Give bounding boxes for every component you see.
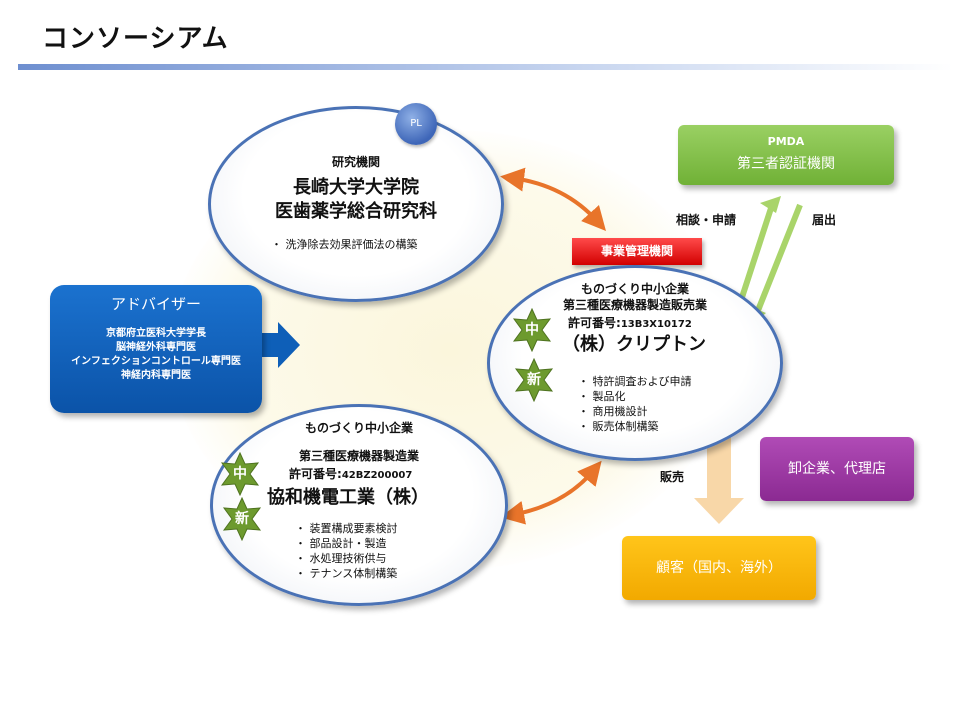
kyowa-name: 協和機電工業（株） (267, 487, 429, 508)
kryptone-license-number: 13B3X10172 (620, 319, 692, 330)
advisor-title: アドバイザー (110, 295, 201, 313)
list-item: 神経内科専門医 (121, 370, 191, 381)
list-item: インフェクションコントロール専門医 (71, 356, 241, 367)
kyowa-ellipse: ものづくり中小企業 第三種医療機器製造業 許可番号:42BZ200007 協和機… (210, 404, 508, 606)
page-title: コンソーシアム (42, 24, 229, 54)
wholesale-box: 卸企業、代理店 (760, 437, 914, 501)
badge-label: 中 (525, 322, 539, 338)
badge-label: 中 (233, 466, 247, 482)
pmda-line1: PMDA (767, 135, 805, 148)
kyowa-license-type: 第三種医療機器製造業 (298, 449, 419, 463)
kyowa-kryptone-arrow (500, 460, 602, 525)
list-item: ・ 水処理技術供与 (295, 552, 387, 565)
kryptone-name: （株）クリプトン (562, 334, 706, 355)
kyowa-category: ものづくり中小企業 (304, 421, 413, 435)
kyowa-license-prefix: 許可番号: (289, 467, 342, 481)
kryptone-shin-badge: 新 (512, 357, 556, 406)
pmda-line2: 第三者認証機関 (737, 156, 835, 172)
list-item: 京都府立医科大学学長 (106, 328, 206, 339)
kryptone-license-prefix: 許可番号: (568, 316, 621, 330)
star-icon (220, 451, 260, 497)
list-item: ・ 装置構成要素検討 (295, 522, 398, 535)
list-item: ・ 特許調査および申請 (578, 375, 692, 388)
kryptone-license-type: 第三種医療機器製造販売業 (562, 298, 707, 312)
consult-label: 相談・申請 (676, 213, 737, 227)
research-task: ・ 洗浄除去効果評価法の構築 (271, 238, 418, 251)
research-name-line1: 長崎大学大学院 (293, 177, 419, 198)
sales-label: 販売 (660, 470, 685, 484)
research-institute-ellipse: 研究機関 長崎大学大学院 医歯薬学総合研究科 ・ 洗浄除去効果評価法の構築 (208, 106, 504, 302)
list-item: ・ 製品化 (578, 390, 626, 403)
star-icon (514, 357, 554, 403)
research-category: 研究機関 (331, 155, 380, 169)
kyowa-task-list: ・ 装置構成要素検討 ・ 部品設計・製造 ・ 水処理技術供与 ・ テナンス体制構… (295, 521, 398, 581)
badge-label: 新 (235, 511, 249, 527)
advisor-arrow (262, 322, 300, 368)
management-label: 事業管理機関 (572, 238, 702, 265)
notify-label: 届出 (812, 213, 837, 227)
kryptone-task-list: ・ 特許調査および申請 ・ 製品化 ・ 商用機設計 ・ 販売体制構築 (578, 374, 692, 434)
title-underline (18, 64, 953, 70)
list-item: ・ 商用機設計 (578, 405, 648, 418)
customer-box: 顧客（国内、海外） (622, 536, 816, 600)
kryptone-license: 許可番号:13B3X10172 (568, 314, 692, 331)
kryptone-chu-badge: 中 (510, 307, 554, 356)
list-item: ・ テナンス体制構築 (295, 567, 398, 580)
research-kryptone-arrow (500, 167, 606, 231)
advisor-box: アドバイザー 京都府立医科大学学長 脳神経外科専門医 インフェクションコントロー… (50, 285, 262, 413)
list-item: 脳神経外科専門医 (116, 342, 196, 353)
star-icon (512, 307, 552, 353)
star-icon (222, 496, 262, 542)
kyowa-shin-badge: 新 (220, 496, 264, 545)
research-name-line2: 医歯薬学総合研究科 (275, 201, 437, 222)
advisor-list: 京都府立医科大学学長 脳神経外科専門医 インフェクションコントロール専門医 神経… (50, 327, 262, 383)
kyowa-chu-badge: 中 (218, 451, 262, 500)
pl-badge: PL (395, 103, 437, 145)
kyowa-license-number: 42BZ200007 (341, 470, 413, 481)
kryptone-category: ものづくり中小企業 (580, 282, 689, 296)
kyowa-license: 許可番号:42BZ200007 (289, 465, 412, 482)
list-item: ・ 部品設計・製造 (295, 537, 387, 550)
pmda-box: PMDA 第三者認証機関 (678, 125, 894, 185)
list-item: ・ 販売体制構築 (578, 420, 659, 433)
badge-label: 新 (527, 372, 541, 388)
